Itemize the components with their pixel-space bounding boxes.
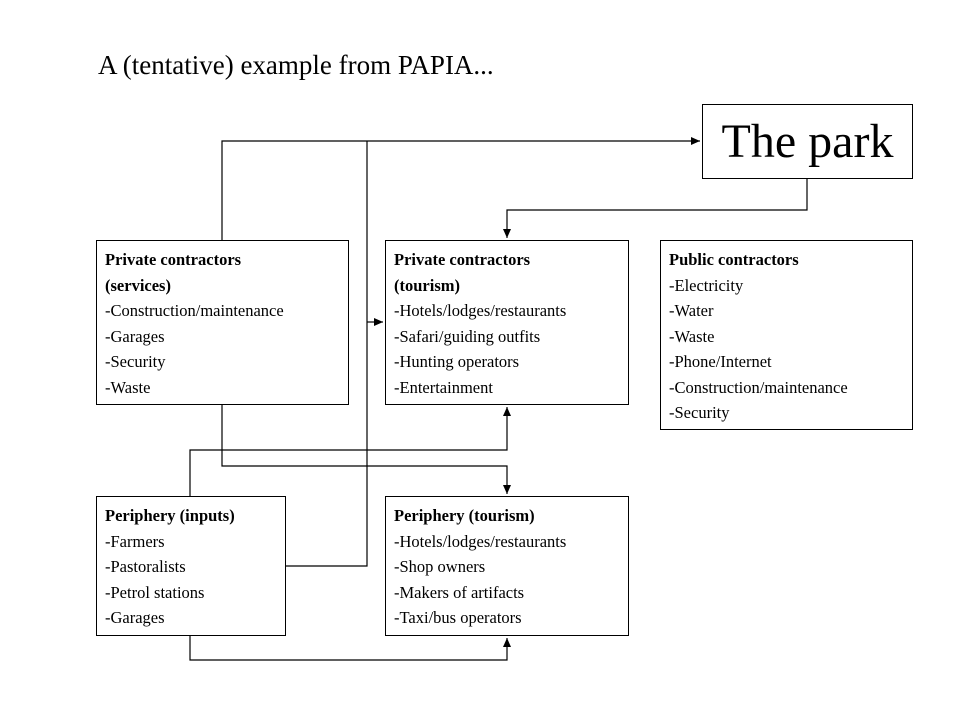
box-heading: Private contractors xyxy=(394,250,531,269)
list-item: -Hotels/lodges/restaurants xyxy=(394,531,567,551)
arrow-inputs-to-tourism-contractors xyxy=(286,141,368,567)
list-item: -Hotels/lodges/restaurants xyxy=(394,301,567,320)
arrow-services-to-park xyxy=(221,137,700,240)
list-item: -Waste xyxy=(669,326,715,346)
box-heading: Private contractors xyxy=(105,250,242,269)
arrow-inputs-to-periphery-tourism xyxy=(189,636,511,661)
periphery-inputs-box: Periphery (inputs) -Farmers -Pastoralist… xyxy=(96,496,286,636)
private-contractors-tourism-box: Private contractors (tourism) -Hotels/lo… xyxy=(385,240,629,405)
box-heading: (tourism) xyxy=(394,275,460,295)
park-box: The park xyxy=(702,104,913,179)
list-item: -Construction/maintenance xyxy=(669,377,848,397)
list-item: -Security xyxy=(105,352,166,371)
list-item: -Construction/maintenance xyxy=(105,301,284,320)
box-heading: Periphery (tourism) xyxy=(394,506,535,525)
private-contractors-services-box: Private contractors (services) -Construc… xyxy=(96,240,349,405)
arrow-inputs-to-private-tourism xyxy=(189,407,511,496)
list-item: -Entertainment xyxy=(394,377,493,397)
list-item: -Water xyxy=(669,301,714,320)
arrow-park-to-tourism xyxy=(503,179,808,238)
list-item: -Security xyxy=(669,403,730,422)
list-item: -Pastoralists xyxy=(105,557,186,576)
box-heading: Periphery (inputs) xyxy=(105,506,235,525)
list-item: -Phone/Internet xyxy=(669,352,772,371)
list-item: -Farmers xyxy=(105,531,165,551)
list-item: -Garages xyxy=(105,326,165,346)
periphery-tourism-box: Periphery (tourism) -Hotels/lodges/resta… xyxy=(385,496,629,636)
list-item: -Garages xyxy=(105,608,165,627)
list-item: -Electricity xyxy=(669,275,744,295)
list-item: -Taxi/bus operators xyxy=(394,608,522,627)
slide-title: A (tentative) example from PAPIA... xyxy=(98,50,494,80)
list-item: -Shop owners xyxy=(394,557,486,576)
list-item: -Petrol stations xyxy=(105,582,205,602)
list-item: -Makers of artifacts xyxy=(394,582,525,602)
box-heading: (services) xyxy=(105,275,171,295)
list-item: -Hunting operators xyxy=(394,352,520,371)
list-item: -Safari/guiding outfits xyxy=(394,326,541,346)
public-contractors-box: Public contractors -Electricity -Water -… xyxy=(660,240,913,430)
arrow-services-to-periphery-tourism xyxy=(221,405,511,494)
list-item: -Waste xyxy=(105,377,151,397)
box-heading: Public contractors xyxy=(669,250,799,269)
